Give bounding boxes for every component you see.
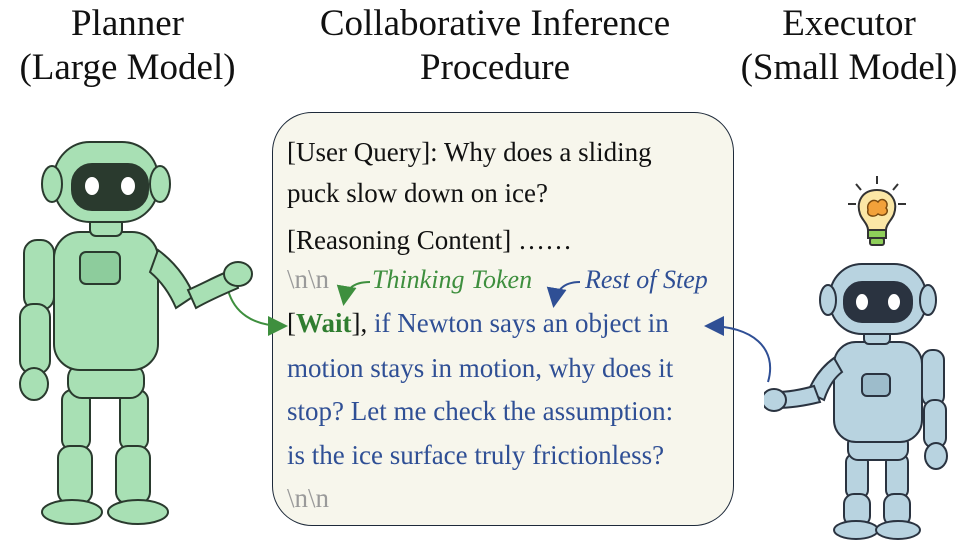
lightbulb-brain-icon <box>848 176 906 246</box>
step-text-line2: motion stays in motion, why does it <box>287 353 674 383</box>
rest-of-step-label: Rest of Step <box>585 265 708 294</box>
step-text-line1: if Newton says an object in <box>374 308 669 338</box>
planner-header: Planner (Large Model) <box>0 2 255 90</box>
wait-token: Wait <box>296 308 352 338</box>
center-header: Collaborative Inference Procedure <box>270 2 720 90</box>
planner-robot-icon <box>19 141 253 525</box>
user-query-line2: puck slow down on ice? <box>287 178 548 208</box>
bracket-open: [ <box>287 308 296 338</box>
newline-token-bottom: \n\n <box>287 483 330 513</box>
center-title-line1: Collaborative Inference <box>319 3 671 44</box>
newline-token-top: \n\n <box>287 264 330 294</box>
center-title-line2: Procedure <box>420 47 570 88</box>
user-query-line1: [User Query]: Why does a sliding <box>287 137 652 167</box>
thinking-token-label: Thinking Token <box>372 265 533 294</box>
planner-title: Planner <box>70 3 185 44</box>
planner-subtitle: (Large Model) <box>19 47 236 88</box>
reasoning-content-line: [Reasoning Content] …… <box>287 225 572 255</box>
executor-header: Executor (Small Model) <box>722 2 976 90</box>
bracket-close: ], <box>351 308 375 338</box>
step-text-line4: is the ice surface truly frictionless? <box>287 440 665 470</box>
wait-step-line: [Wait], if Newton says an object in <box>287 305 669 341</box>
executor-subtitle: (Small Model) <box>740 47 958 88</box>
inference-panel <box>272 112 734 526</box>
executor-robot-icon <box>764 263 948 540</box>
executor-title: Executor <box>782 3 916 44</box>
step-text-line3: stop? Let me check the assumption: <box>287 396 674 426</box>
